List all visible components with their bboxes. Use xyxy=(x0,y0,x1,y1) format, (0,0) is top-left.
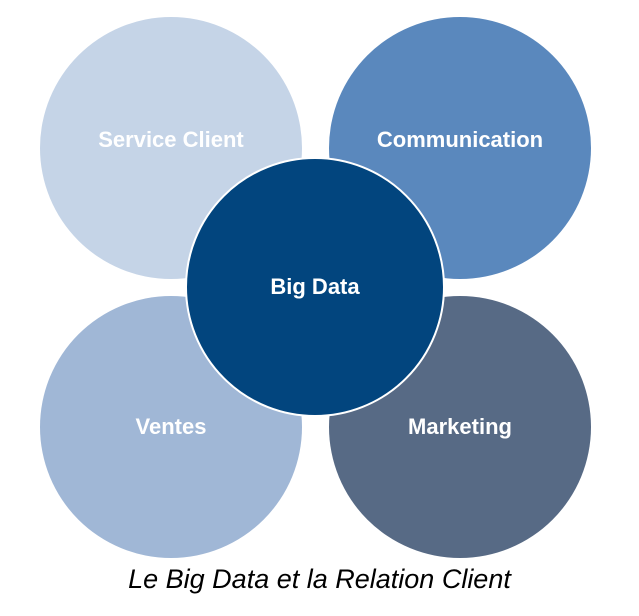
service-client-label: Service Client xyxy=(98,127,244,152)
communication-label: Communication xyxy=(376,127,544,152)
diagram-caption: Le Big Data et la Relation Client xyxy=(128,564,511,594)
marketing-label: Marketing xyxy=(408,414,512,439)
big-data-circle: Big Data xyxy=(185,157,445,417)
service-client-circle: Service Client xyxy=(40,17,302,279)
ventes-label: Ventes xyxy=(135,414,207,439)
venn-diagram: Service Client Communication Ventes Mark… xyxy=(40,17,591,558)
big-data-label: Big Data xyxy=(270,274,360,299)
